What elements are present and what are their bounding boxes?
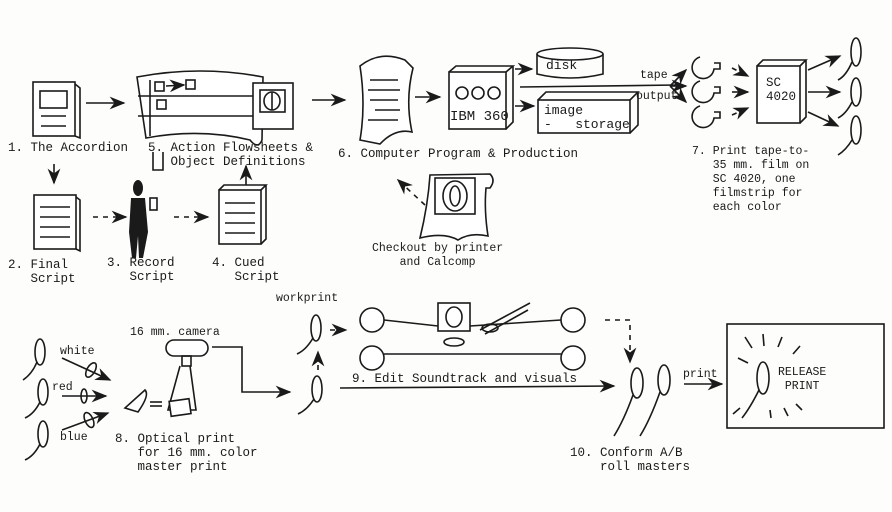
step-1-label: 1. The Accordion (8, 141, 129, 155)
workprint-reels-icon (296, 314, 323, 415)
cued-script-icon (218, 184, 268, 245)
camera-to-reel-line (212, 346, 292, 399)
output-label: output (636, 90, 678, 103)
editing-bench-icon (359, 302, 586, 371)
blue-label: blue (60, 431, 88, 444)
color-separation-reels-icon (22, 338, 49, 461)
release-print-label: RELEASE PRINT (778, 366, 827, 393)
image-storage-label: image - storage (544, 103, 630, 132)
accordion-book-icon (32, 81, 81, 140)
ibm-360-label: IBM 360 (450, 109, 509, 125)
optical-printer-icon (123, 339, 209, 418)
sc4020-label: SC 4020 (766, 76, 797, 104)
object-definition-card-icon (252, 82, 294, 130)
step-2-label: 2. Final Script (8, 258, 76, 286)
print-label: print (683, 368, 718, 381)
image-storage-box-icon (537, 91, 640, 134)
sc4020-recorder-icon (756, 59, 808, 124)
step-7-label: 7. Print tape-to- 35 mm. film on SC 4020… (692, 145, 810, 214)
step-5-label: 5. Action Flowsheets & Object Definition… (148, 141, 314, 169)
step-8-label: 8. Optical print for 16 mm. color master… (115, 432, 258, 474)
final-script-icon (33, 194, 81, 253)
step-4-label: 4. Cued Script (212, 256, 280, 284)
white-label: white (60, 345, 95, 358)
camera-label: 16 mm. camera (130, 326, 220, 339)
person-recording-icon (129, 152, 164, 258)
step-3-label: 3. Record Script (107, 256, 175, 284)
ibm-360-computer-icon (448, 65, 516, 130)
step-9-label: 9. Edit Soundtrack and visuals (352, 372, 578, 386)
tape-reels-icon (691, 56, 721, 129)
tape-output-line (519, 84, 677, 88)
program-listing-icon (359, 55, 414, 145)
filmstrip-reels-icon (837, 37, 862, 156)
flowsheet-scroll-icon (136, 70, 264, 146)
arrow-edit-to-conform (339, 379, 616, 393)
step-6-label: 6. Computer Program & Production (338, 147, 579, 161)
disk-label: disk (546, 58, 578, 73)
checkout-label: Checkout by printer and Calcomp (372, 242, 504, 269)
ab-roll-masters-icon (613, 364, 671, 437)
tape-label: tape (640, 69, 668, 82)
step-10-label: 10. Conform A/B roll masters (570, 446, 691, 474)
red-label: red (52, 381, 73, 394)
release-print-box-icon (726, 323, 885, 429)
calcomp-plot-icon (418, 173, 494, 241)
workprint-label: workprint (276, 292, 339, 305)
disk-icon (536, 47, 604, 79)
